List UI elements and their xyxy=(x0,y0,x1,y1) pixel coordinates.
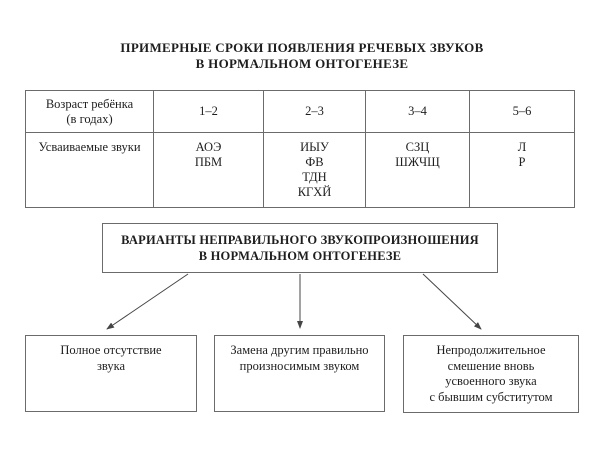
variant-box-line: с бывшим субститутом xyxy=(429,389,553,404)
age-range-cell: 5–6 xyxy=(469,90,575,133)
sounds-line: СЗЦ xyxy=(405,140,430,154)
sounds-line: ИЫУ xyxy=(300,140,329,154)
age-range-cell: 2–3 xyxy=(263,90,366,133)
sounds-line: ФВ xyxy=(305,155,324,169)
page-title-line-1: ПРИМЕРНЫЕ СРОКИ ПОЯВЛЕНИЯ РЕЧЕВЫХ ЗВУКОВ xyxy=(120,40,484,55)
variant-box-line: усвоенного звука xyxy=(445,374,537,388)
age-range-cell: 3–4 xyxy=(365,90,470,133)
table-header-row: Возраст ребёнка (в годах) 1–2 2–3 3–4 5–… xyxy=(25,90,575,133)
sounds-line: ПБМ xyxy=(194,155,223,169)
variant-box-line: произносимым звуком xyxy=(239,358,360,373)
variant-box-line: Замена другим правильно xyxy=(230,343,369,357)
page-title-line-2: В НОРМАЛЬНОМ ОНТОГЕНЕЗЕ xyxy=(195,56,409,71)
page-title: ПРИМЕРНЫЕ СРОКИ ПОЯВЛЕНИЯ РЕЧЕВЫХ ЗВУКОВ… xyxy=(0,40,604,72)
sounds-cell-1-2: АОЭ ПБМ xyxy=(153,132,264,208)
sounds-line: КГХЙ xyxy=(297,185,332,199)
age-label-cell: Возраст ребёнка (в годах) xyxy=(25,90,154,133)
age-label-line-1: Возраст ребёнка xyxy=(45,96,134,111)
sounds-line: ТДН xyxy=(302,170,327,184)
sounds-line: ШЖЧЩ xyxy=(395,155,440,169)
arrow-right xyxy=(422,273,482,330)
sounds-line: Р xyxy=(518,155,526,169)
sounds-cell-5-6: Л Р xyxy=(469,132,575,208)
variant-box-absence: Полное отсутствие звука xyxy=(25,335,197,412)
arrow-left xyxy=(106,273,189,330)
variants-heading-line-2: В НОРМАЛЬНОМ ОНТОГЕНЕЗЕ xyxy=(198,249,402,263)
variants-heading-line-1: ВАРИАНТЫ НЕПРАВИЛЬНОГО ЗВУКОПРОИЗНОШЕНИЯ xyxy=(121,233,479,247)
speech-sounds-table: Возраст ребёнка (в годах) 1–2 2–3 3–4 5–… xyxy=(25,90,575,208)
variants-heading-box: ВАРИАНТЫ НЕПРАВИЛЬНОГО ЗВУКОПРОИЗНОШЕНИЯ… xyxy=(102,223,498,273)
variant-box-mixing: Непродолжительное смешение вновь усвоенн… xyxy=(403,335,579,413)
sounds-line: АОЭ xyxy=(195,140,222,154)
age-label-line-2: (в годах) xyxy=(66,111,113,126)
variant-box-line: звука xyxy=(96,358,126,373)
variant-box-line: Полное отсутствие xyxy=(60,343,162,357)
sounds-line: Л xyxy=(517,140,527,154)
variant-box-substitution: Замена другим правильно произносимым зву… xyxy=(214,335,385,412)
age-range-cell: 1–2 xyxy=(153,90,264,133)
sounds-label-cell: Усваиваемые звуки xyxy=(25,132,154,208)
variant-box-line: смешение вновь xyxy=(447,358,535,373)
table-body-row: Усваиваемые звуки АОЭ ПБМ ИЫУ ФВ ТДН КГХ… xyxy=(25,132,575,208)
sounds-cell-3-4: СЗЦ ШЖЧЩ xyxy=(365,132,470,208)
sounds-cell-2-3: ИЫУ ФВ ТДН КГХЙ xyxy=(263,132,366,208)
variant-box-line: Непродолжительное xyxy=(436,343,546,357)
